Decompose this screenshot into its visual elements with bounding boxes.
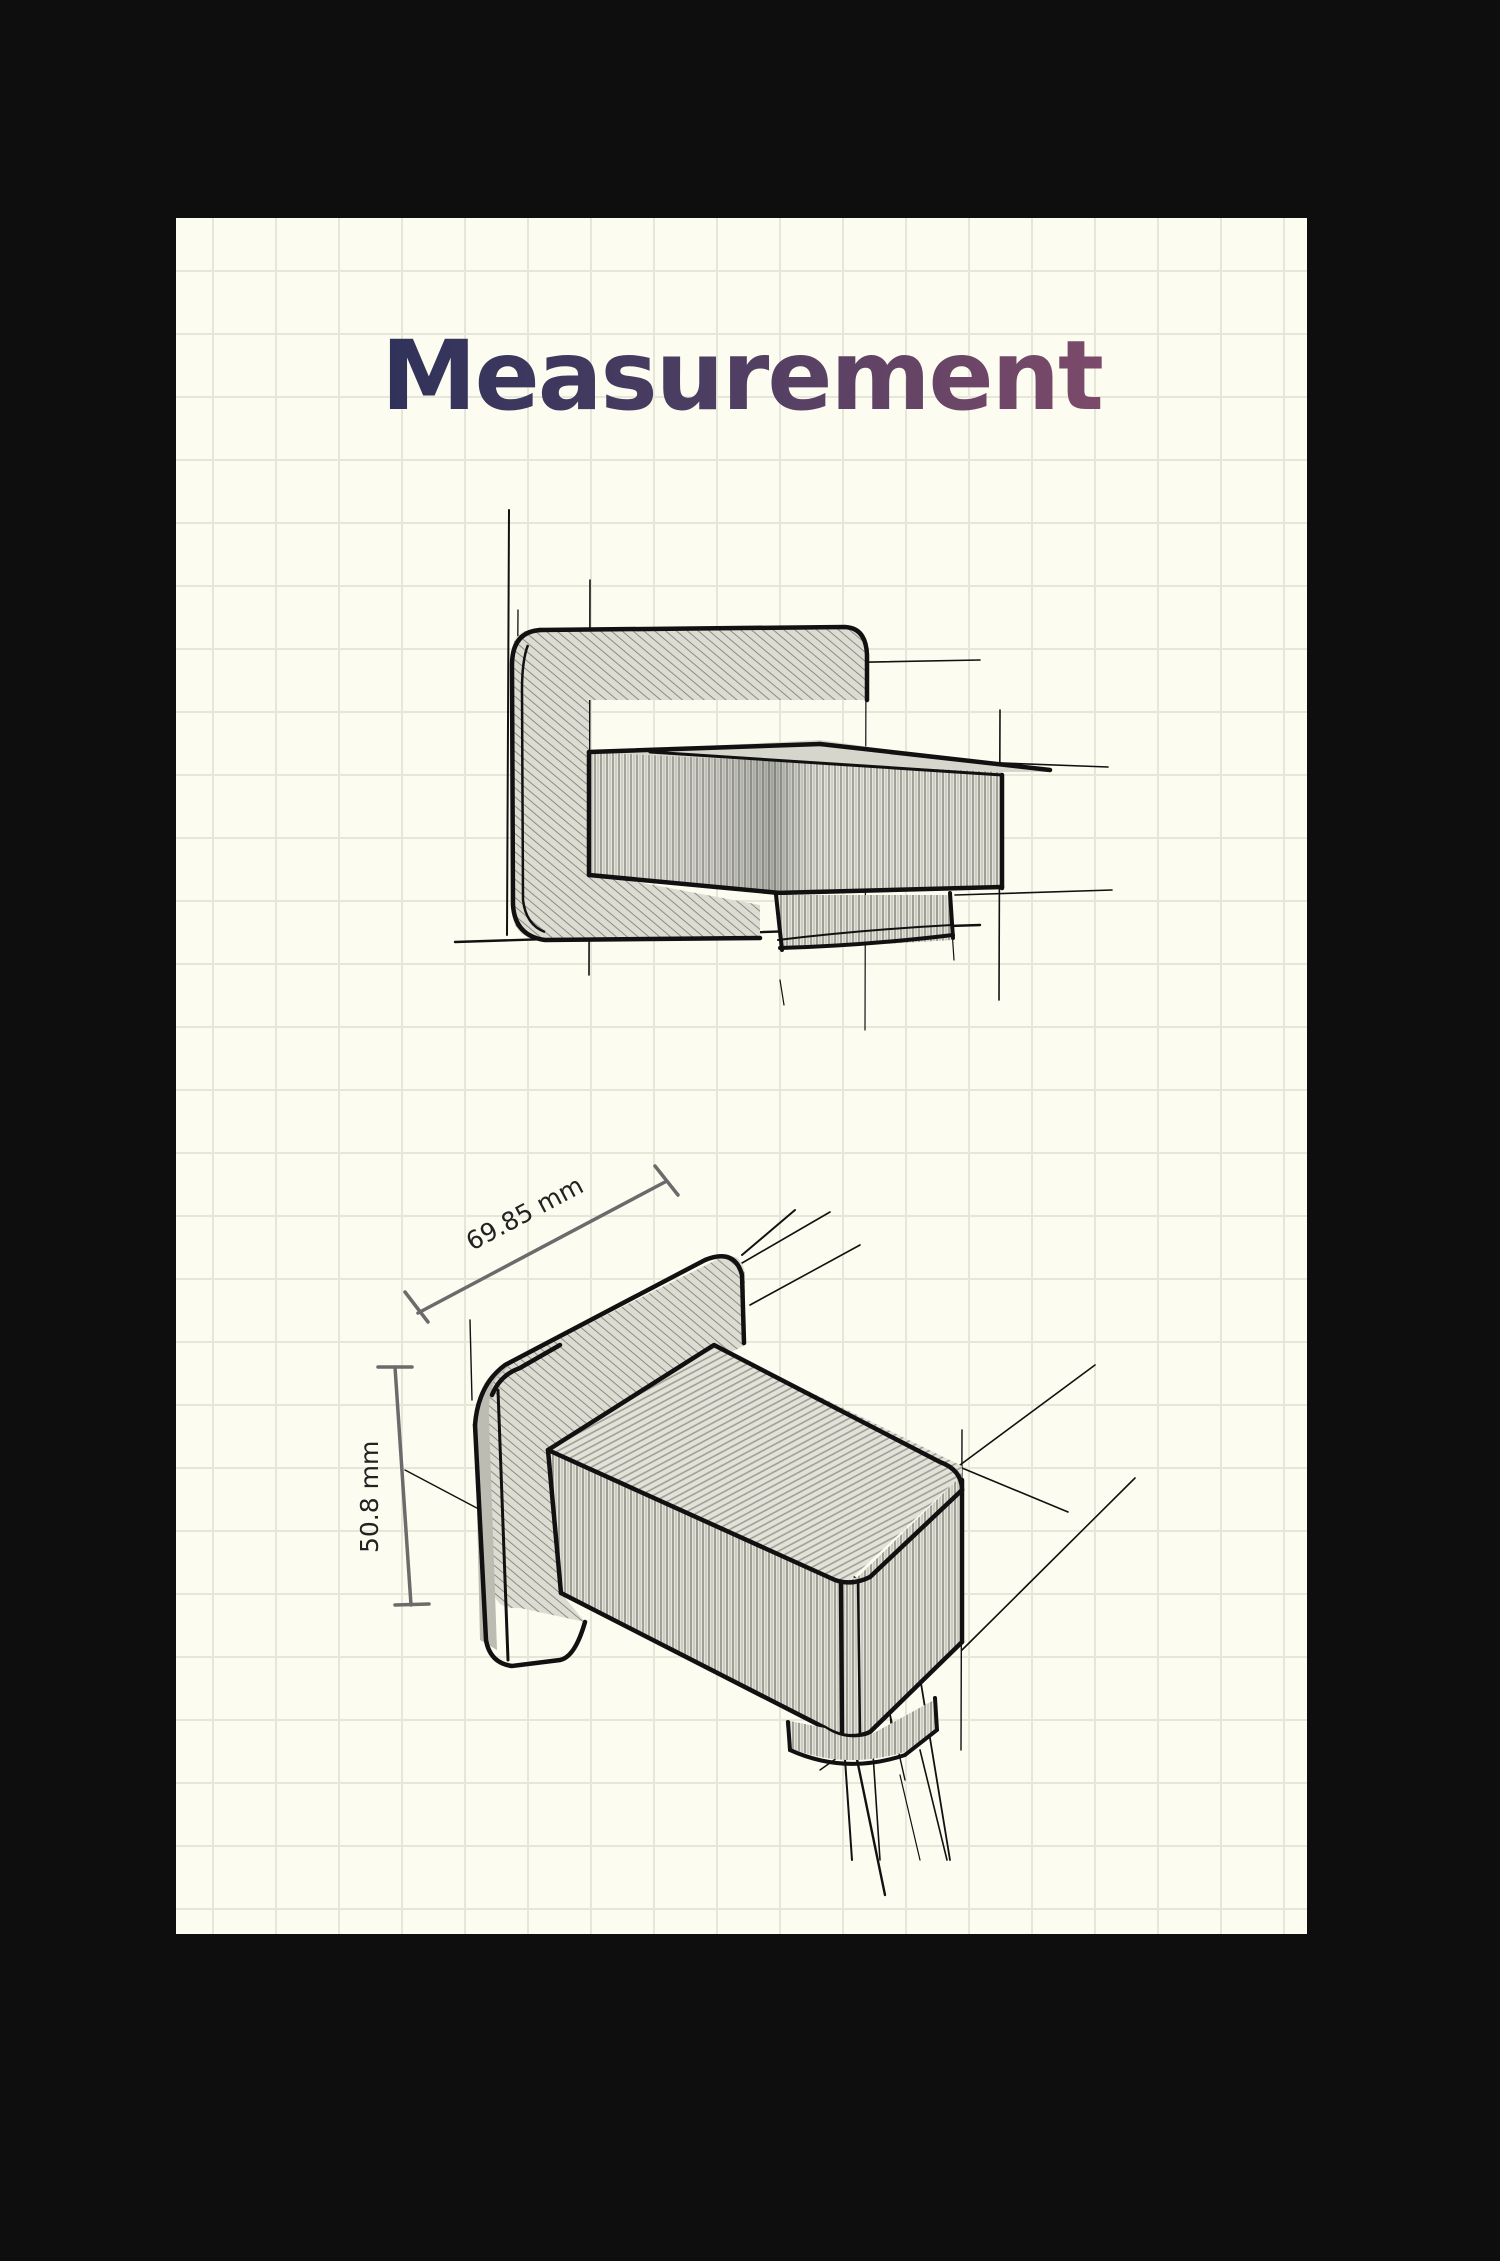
body-outline	[586, 741, 1053, 896]
bottom-outlet-iso	[785, 1700, 935, 1761]
grid-paper-panel: Measurement	[176, 218, 1307, 1934]
dimension-height: 50.8 mm	[355, 1365, 431, 1607]
page-title-text: Measurement	[381, 320, 1104, 432]
page-title: Measurement	[176, 328, 1307, 424]
body-side-face-iso	[839, 1475, 962, 1739]
back-plate-face	[511, 628, 866, 940]
sketch-isometric-view	[404, 1209, 1136, 1897]
body-outline-iso	[545, 1342, 965, 1739]
dimension-height-label: 50.8 mm	[355, 1441, 384, 1553]
dimension-width-label: 69.85 mm	[461, 1170, 588, 1256]
body-front-face-iso	[548, 1450, 842, 1736]
dimension-width: 69.85 mm	[403, 1164, 680, 1324]
sketch-side-view	[453, 509, 1113, 1031]
body-top-face-iso	[548, 1345, 962, 1580]
back-plate-face-iso	[484, 1256, 745, 1622]
